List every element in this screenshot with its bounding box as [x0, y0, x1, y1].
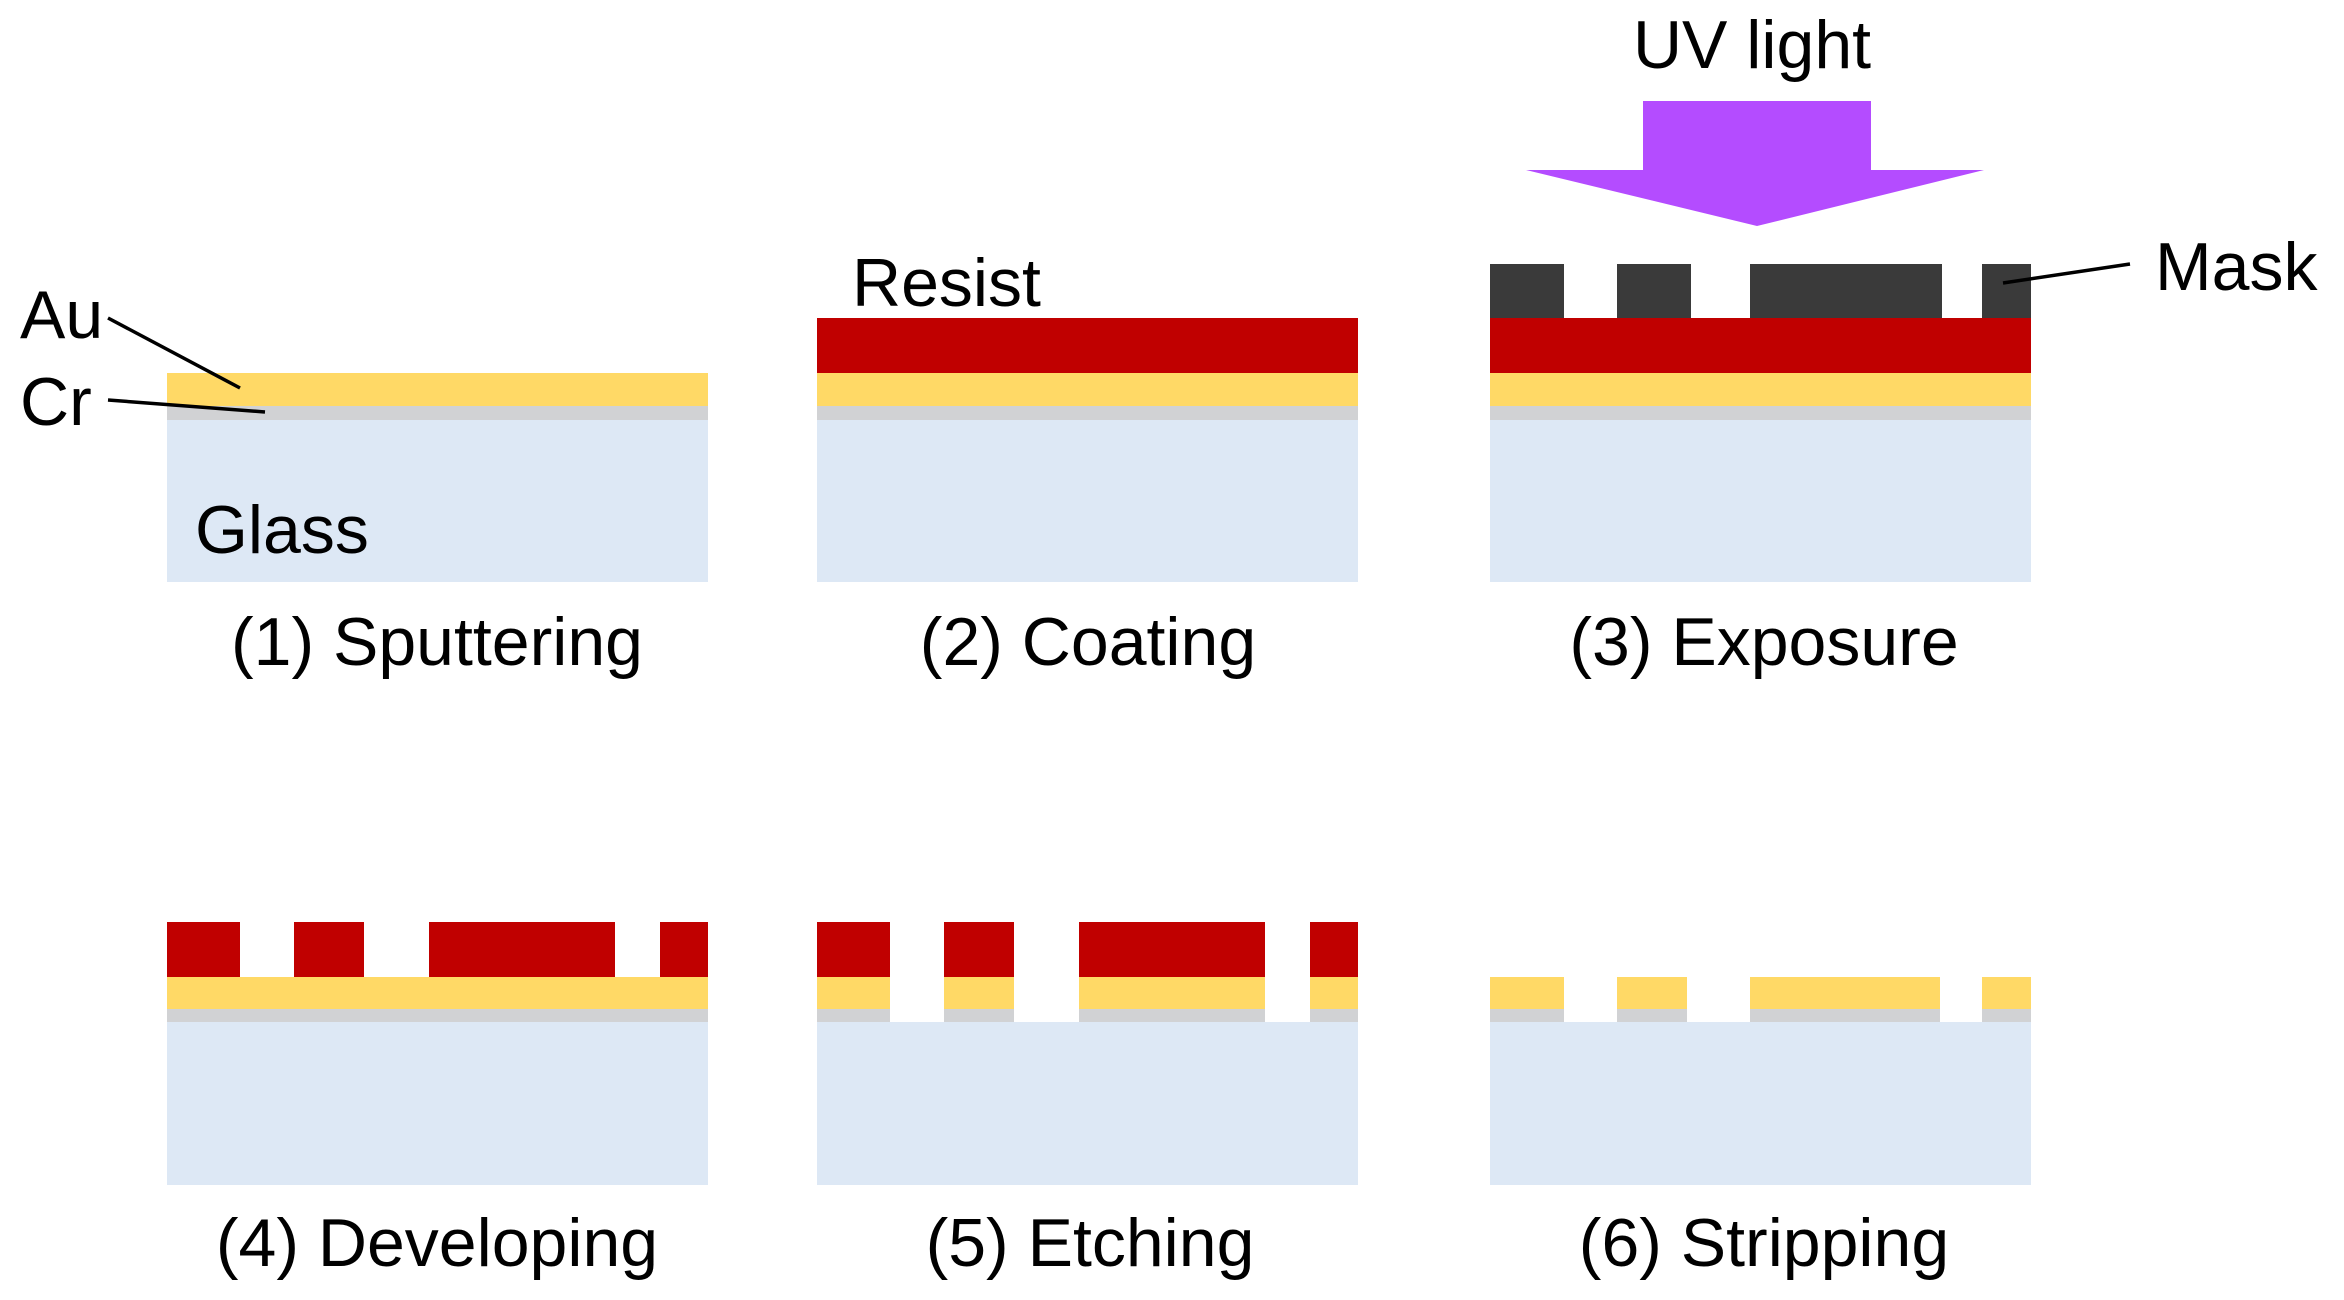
cr-segment: [1750, 1009, 1940, 1022]
cr-segment: [817, 1009, 890, 1022]
au-segment: [944, 977, 1014, 1009]
etched-stack-3: [1079, 922, 1265, 1022]
glass-substrate: [167, 420, 708, 582]
metal-line-2: [1617, 977, 1687, 1022]
mask-segment: [1982, 264, 2031, 318]
glass-substrate: [1490, 420, 2031, 582]
etched-stack-4: [1310, 922, 1358, 1022]
glass-substrate: [1490, 1022, 2031, 1185]
mask-segment: [1617, 264, 1691, 318]
resist-segment: [167, 922, 240, 977]
cr-layer: [817, 406, 1358, 420]
step-6-stripping: (6) Stripping: [1490, 977, 2031, 1281]
resist-segment: [294, 922, 364, 977]
uv-light-label: UV light: [1633, 7, 1871, 83]
metal-line-4: [1982, 977, 2031, 1022]
resist-segment: [817, 922, 890, 977]
resist-segment: [429, 922, 615, 977]
au-layer: [167, 977, 708, 1009]
etched-stack-2: [944, 922, 1014, 1022]
resist-segment: [944, 922, 1014, 977]
etched-stack-1: [817, 922, 890, 1022]
step-5-etching: (5) Etching: [817, 922, 1358, 1281]
resist-segment: [1310, 922, 1358, 977]
cr-leader-line: [107, 398, 266, 414]
resist-segment: [660, 922, 708, 977]
cr-segment: [944, 1009, 1014, 1022]
cr-segment: [1490, 1009, 1564, 1022]
cr-layer: [167, 406, 708, 420]
au-layer: [1490, 373, 2031, 406]
mask-segment: [1750, 264, 1942, 318]
resist-segment: [1079, 922, 1265, 977]
step-6-label: (6) Stripping: [1579, 1205, 1949, 1281]
mask-leader-line: [2002, 262, 2131, 285]
au-label: Au: [20, 277, 103, 353]
glass-label: Glass: [195, 492, 369, 568]
au-segment: [1079, 977, 1265, 1009]
cr-layer: [1490, 406, 2031, 420]
glass-substrate: [167, 1022, 708, 1185]
uv-light-arrow: [1526, 101, 1984, 226]
cr-label: Cr: [20, 364, 92, 440]
step-3-label: (3) Exposure: [1569, 604, 1958, 680]
au-leader-line: [107, 316, 241, 390]
au-segment: [1490, 977, 1564, 1009]
step-4-label: (4) Developing: [216, 1205, 658, 1281]
step-1-sputtering: Au Cr Glass (1) Sputtering: [20, 277, 708, 680]
au-layer: [167, 373, 708, 406]
glass-substrate: [817, 420, 1358, 582]
cr-segment: [1079, 1009, 1265, 1022]
step-4-developing: (4) Developing: [167, 922, 708, 1281]
au-layer: [817, 373, 1358, 406]
step-2-coating: Resist (2) Coating: [817, 245, 1358, 680]
step-5-label: (5) Etching: [926, 1205, 1255, 1281]
cr-segment: [1982, 1009, 2031, 1022]
cr-layer: [167, 1009, 708, 1022]
resist-layer: [817, 318, 1358, 373]
step-2-label: (2) Coating: [920, 604, 1256, 680]
metal-line-1: [1490, 977, 1564, 1022]
au-segment: [817, 977, 890, 1009]
mask-label: Mask: [2155, 229, 2318, 305]
au-segment: [1982, 977, 2031, 1009]
metal-line-3: [1750, 977, 1940, 1022]
resist-layer: [1490, 318, 2031, 373]
au-segment: [1617, 977, 1687, 1009]
resist-label: Resist: [852, 245, 1041, 321]
au-segment: [1310, 977, 1358, 1009]
step-1-label: (1) Sputtering: [231, 604, 643, 680]
cr-segment: [1310, 1009, 1358, 1022]
glass-substrate: [817, 1022, 1358, 1185]
cr-segment: [1617, 1009, 1687, 1022]
au-segment: [1750, 977, 1940, 1009]
step-3-exposure: Mask UV light (3) Exposure: [1490, 7, 2318, 680]
mask-segment: [1490, 264, 1564, 318]
